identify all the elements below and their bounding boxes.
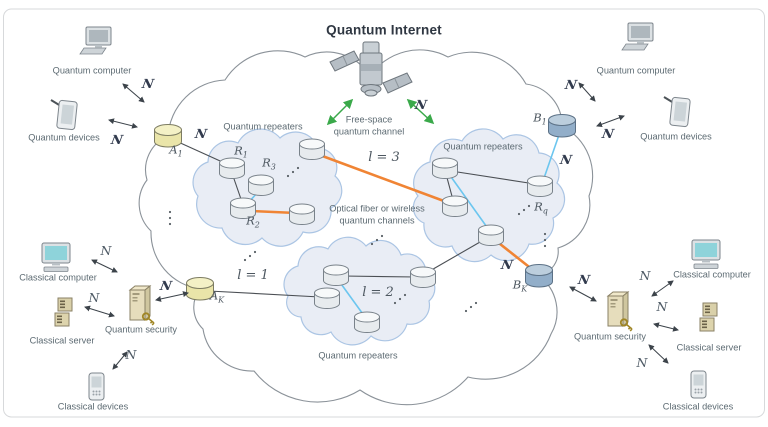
label-free-space-channel: Free-space quantum channel — [333, 114, 405, 137]
classical-computer-icon-right — [691, 239, 721, 269]
quantum-computer-icon-left — [79, 26, 112, 55]
satellite-icon — [329, 41, 413, 97]
level-3-label: l = 3 — [368, 149, 400, 165]
quantum-blue-links — [246, 131, 561, 318]
link-bk-orange — [494, 238, 534, 272]
classical-computer-icon-left — [41, 242, 71, 272]
arrow-free-space-left — [326, 98, 354, 126]
arrow-classical-server-left — [84, 305, 115, 318]
repeater-left-bottom — [289, 203, 315, 225]
label-classical-devices-right: Classical devices — [662, 401, 734, 412]
label-classical-server-left: Classical server — [29, 335, 95, 346]
level-2-label: l = 2 — [362, 284, 394, 300]
repeater-r1 — [219, 157, 245, 179]
node-b1-cylinder — [548, 114, 576, 138]
label-quantum-devices-left: Quantum devices — [28, 132, 100, 143]
quantum-security-icon-left — [129, 285, 155, 326]
quantum-computer-icon-right — [621, 22, 654, 51]
repeater-r3 — [248, 174, 274, 196]
link-rq-b1 — [542, 131, 561, 182]
label-quantum-devices-right: Quantum devices — [640, 131, 712, 142]
node-label-a1: A1 — [169, 142, 183, 159]
arrow-classical-computer-right — [651, 280, 674, 297]
node-label-ak: AK — [209, 288, 225, 305]
arrow-quantum-devices-left — [108, 118, 138, 129]
node-label-r3: R3 — [262, 155, 276, 172]
classical-devices-icon-right — [690, 370, 707, 399]
label-quantum-computer-left: Quantum computer — [52, 65, 132, 76]
node-bk-cylinder — [525, 264, 553, 288]
italic-n-symbol: N — [125, 347, 137, 363]
repeater-l2-left — [314, 287, 340, 309]
label-classical-computer-left: Classical computer — [19, 272, 97, 283]
italic-n-symbol: N — [88, 290, 100, 306]
label-quantum-security-left: Quantum security — [105, 324, 177, 335]
italic-n-symbol: N — [656, 299, 668, 315]
repeater-l2-bottom — [354, 311, 380, 333]
repeater-l2-topleft — [323, 264, 349, 286]
repeater-rc-bottom — [478, 224, 504, 246]
label-quantum-security-right: Quantum security — [574, 331, 646, 342]
link-rc-blue — [448, 173, 490, 231]
label-classical-devices-left: Classical devices — [57, 401, 129, 412]
link-ak-l2 — [208, 290, 321, 298]
level-1-label: l = 1 — [237, 267, 269, 283]
label-fiber-channel: Optical fiber or wireless quantum channe… — [329, 203, 425, 226]
node-label-rq: Rq — [534, 199, 548, 216]
arrow-security-bk — [569, 286, 597, 302]
arrow-classical-devices-right — [648, 344, 669, 364]
node-label-bk: BK — [512, 277, 528, 294]
caption-repeaters-right: Quantum repeaters — [443, 141, 523, 152]
arrow-security-ak — [155, 291, 189, 302]
caption-repeaters-bottom: Quantum repeaters — [318, 350, 398, 361]
italic-n-symbol: N — [639, 268, 651, 284]
arrow-quantum-devices-right — [596, 114, 625, 128]
repeater-left-top — [299, 138, 325, 160]
arrow-quantum-computer-right — [578, 82, 596, 102]
link-r2-orange — [250, 209, 297, 215]
quantum-devices-icon-right — [663, 96, 692, 128]
figure-border — [3, 8, 765, 418]
node-label-b1: B1 — [533, 110, 547, 127]
label-classical-server-right: Classical server — [676, 342, 742, 353]
entanglement-orange-links — [250, 152, 534, 272]
node-label-r2: R2 — [246, 213, 260, 230]
italic-n-symbol: N — [100, 243, 112, 259]
caption-repeaters-left: Quantum repeaters — [223, 121, 303, 132]
node-label-r1: R1 — [234, 143, 248, 160]
arrow-classical-computer-left — [91, 259, 118, 273]
repeater-l2-right — [410, 266, 436, 288]
quantum-devices-icon-left — [50, 99, 79, 131]
link-rc-rq — [450, 170, 536, 185]
classical-server-icon-left — [54, 297, 73, 327]
arrow-free-space-right — [406, 98, 435, 125]
link-l3-orange — [316, 152, 453, 206]
repeater-rc-topleft — [432, 157, 458, 179]
repeater-rc-mid — [442, 195, 468, 217]
label-classical-computer-right: Classical computer — [673, 269, 751, 280]
arrow-classical-devices-left — [112, 351, 128, 370]
italic-n-symbol: N — [636, 355, 648, 371]
network-arrows — [84, 82, 679, 370]
arrow-quantum-computer-left — [122, 83, 145, 103]
classical-devices-icon-left — [88, 372, 105, 401]
repeater-rq — [527, 175, 553, 197]
link-l2-blue — [338, 280, 366, 318]
quantum-security-icon-right — [607, 291, 633, 332]
classical-server-icon-right — [699, 302, 718, 332]
diagram-title: Quantum Internet — [326, 22, 442, 38]
link-l2-rightcloud — [427, 237, 488, 273]
label-quantum-computer-right: Quantum computer — [596, 65, 676, 76]
link-l2-chain — [342, 275, 417, 278]
arrow-classical-server-right — [653, 322, 679, 332]
